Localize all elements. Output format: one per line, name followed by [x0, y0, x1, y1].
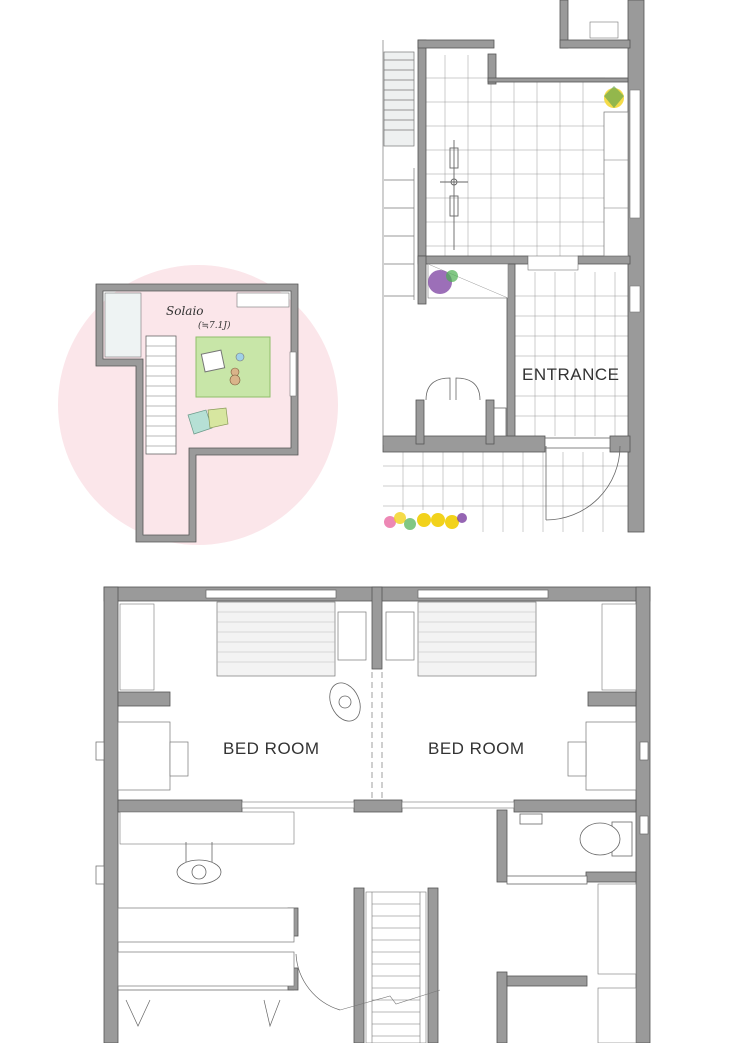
ground-floor-plan: ENTRANCE [382, 0, 645, 533]
closet-icon [119, 603, 637, 845]
door-icon [118, 953, 341, 1028]
shoe-cabinet [603, 111, 629, 257]
entrance-label: ENTRANCE [522, 365, 620, 384]
porch-tile-grid [383, 452, 628, 532]
second-floor-walls [103, 586, 651, 1043]
person-icon [329, 682, 361, 722]
loft-ball [235, 352, 245, 362]
bedroom-left-label: BED ROOM [223, 739, 320, 758]
toilet-icon [506, 813, 633, 885]
loft-walls [95, 283, 299, 543]
storage-cabinet [597, 883, 637, 975]
loft-storage [104, 292, 142, 358]
stair-icon [339, 891, 441, 1043]
upper-shelf [589, 21, 619, 39]
bedroom-right-label: BED ROOM [428, 739, 525, 758]
loft-plan: Solaio (≒7.1J) [58, 265, 338, 545]
flowerpot-icon [427, 263, 509, 299]
entrance-tile-grid [515, 272, 628, 436]
exterior-stair-icon [382, 40, 415, 445]
bed-icon [216, 601, 537, 677]
loft-book [200, 349, 226, 373]
window-icon [629, 89, 641, 313]
window-icon [95, 589, 649, 885]
loft-size-label: (≒7.1J) [198, 320, 231, 331]
loft-name-label: Solaio [166, 304, 204, 318]
storage-door-icon [425, 377, 507, 437]
teddy-bear-icon [229, 367, 241, 386]
entrance-door-icon [544, 437, 621, 521]
desk-icon [117, 721, 637, 987]
room-divider [371, 672, 383, 800]
loft-stair-icon [145, 335, 177, 455]
cushion-icon [187, 407, 229, 435]
flowerbed-icon [383, 510, 469, 532]
ground-floor-walls [382, 0, 645, 533]
second-floor-plan: BED ROOM BED ROOM [95, 586, 651, 1043]
loft-shelf [236, 292, 290, 308]
sliding-door-icon [241, 801, 515, 809]
loft-window-icon [289, 351, 297, 397]
plant-icon [604, 86, 624, 108]
person-icon [176, 842, 222, 885]
bicycle-icon [440, 140, 468, 250]
hall-window [527, 255, 579, 271]
hall-tile-grid [425, 55, 605, 258]
storage-cabinet [597, 987, 637, 1043]
